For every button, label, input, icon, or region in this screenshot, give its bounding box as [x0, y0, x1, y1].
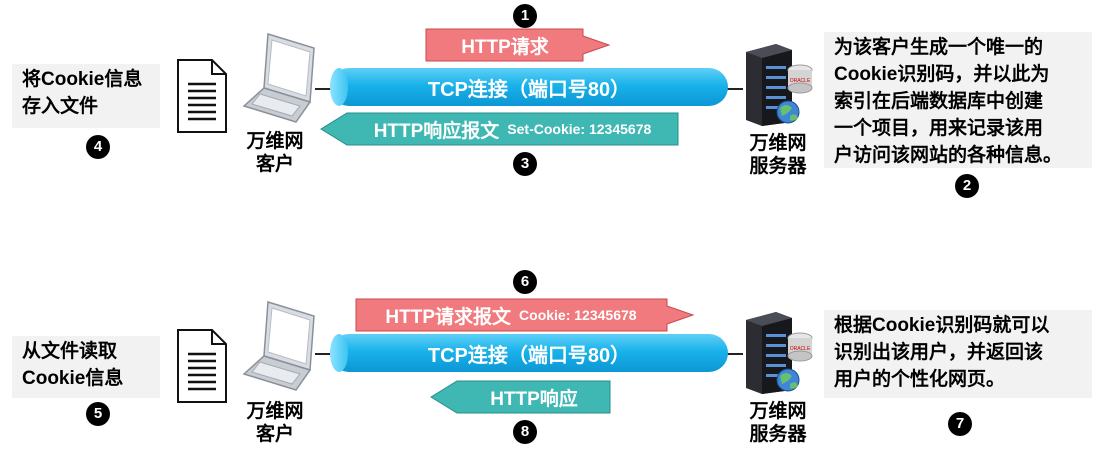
- http-response-message: HTTP响应报文 Set-Cookie: 12345678: [345, 112, 680, 146]
- server-identify-line-1: 根据Cookie识别码就可以: [834, 315, 1050, 336]
- server-identify-line-3: 用户的个性化网页。: [834, 369, 1006, 390]
- http-response-arrow-bottom: [430, 380, 611, 414]
- server-connection-line-bottom: [725, 353, 743, 355]
- client-label: 万维网 客户: [240, 130, 310, 176]
- http-request-message-label: HTTP请求报文: [385, 306, 512, 328]
- server-identify-note: 根据Cookie识别码就可以 识别出该用户，并返回该 用户的个性化网页。: [824, 310, 1092, 398]
- tcp-connection-label-bottom: TCP连接（端口号80）: [427, 344, 631, 367]
- server-icon: ORACLE: [746, 312, 813, 394]
- step-badge-8: 8: [513, 420, 537, 444]
- http-request-message: HTTP请求报文 Cookie: 12345678: [355, 298, 667, 332]
- document-icon: [177, 59, 227, 133]
- http-response-label-bottom: HTTP响应: [490, 388, 578, 410]
- cookie-header: Cookie: 12345678: [519, 307, 637, 323]
- client-read-note-line-2: Cookie信息: [22, 368, 124, 389]
- client-label-line-2: 客户: [255, 154, 294, 175]
- step-badge-5: 5: [86, 402, 110, 426]
- server-note-line-1: 为该客户生成一个唯一的: [834, 37, 1044, 58]
- step-badge-4: 4: [86, 135, 110, 159]
- client-read-note: 从文件读取 Cookie信息: [12, 336, 160, 398]
- step-badge-7: 7: [948, 412, 972, 436]
- set-cookie-header: Set-Cookie: 12345678: [507, 121, 652, 137]
- server-identify-line-2: 识别出该用户，并返回该: [834, 342, 1044, 363]
- server-label-bottom-line-1: 万维网: [749, 401, 807, 422]
- server-icon: ORACLE: [746, 44, 813, 126]
- svg-text:ORACLE: ORACLE: [790, 346, 811, 352]
- laptop-icon: [242, 33, 315, 123]
- laptop-icon: [242, 301, 315, 391]
- server-label-bottom-line-2: 服务器: [749, 424, 807, 445]
- document-icon: [177, 329, 227, 403]
- svg-text:ORACLE: ORACLE: [790, 78, 811, 84]
- tcp-connection-pipe-bottom: TCP连接（端口号80）: [330, 334, 728, 372]
- server-note-line-2: Cookie识别码，并以此为: [834, 64, 1050, 85]
- client-read-note-line-1: 从文件读取: [22, 341, 118, 362]
- server-note-line-4: 一个项目，用来记录该用: [834, 118, 1044, 139]
- server-label-line-1: 万维网: [749, 133, 807, 154]
- server-label: 万维网 服务器: [738, 132, 818, 178]
- http-request-label: HTTP请求: [461, 36, 549, 58]
- client-label-bottom-line-2: 客户: [255, 424, 294, 445]
- server-label-line-2: 服务器: [749, 156, 807, 177]
- server-connection-line: [725, 88, 743, 90]
- client-note-line-2: 存入文件: [22, 96, 99, 117]
- http-request-arrow: [425, 28, 611, 62]
- client-connection-line-bottom: [315, 353, 335, 355]
- http-request-message-arrow: [355, 298, 695, 332]
- client-label-line-1: 万维网: [246, 131, 304, 152]
- client-label-bottom: 万维网 客户: [240, 400, 310, 446]
- tcp-connection-label: TCP连接（端口号80）: [427, 78, 631, 101]
- server-note-line-3: 索引在后端数据库中创建: [834, 91, 1044, 112]
- http-response-arrow: [320, 112, 679, 146]
- tcp-connection-pipe: TCP连接（端口号80）: [330, 68, 728, 106]
- step-badge-1: 1: [513, 4, 537, 28]
- client-store-note: 将Cookie信息 存入文件: [12, 64, 160, 128]
- server-label-bottom: 万维网 服务器: [738, 400, 818, 446]
- server-note-line-5: 户访问该网站的各种信息。: [834, 145, 1063, 166]
- client-note-line-1: 将Cookie信息: [22, 69, 143, 90]
- step-badge-2: 2: [955, 174, 979, 198]
- step-badge-6: 6: [513, 270, 537, 294]
- http-response-label: HTTP响应报文: [373, 120, 500, 142]
- client-connection-line: [315, 88, 335, 90]
- server-create-note: 为该客户生成一个唯一的 Cookie识别码，并以此为 索引在后端数据库中创建 一…: [824, 32, 1092, 168]
- client-label-bottom-line-1: 万维网: [246, 401, 304, 422]
- step-badge-3: 3: [513, 152, 537, 176]
